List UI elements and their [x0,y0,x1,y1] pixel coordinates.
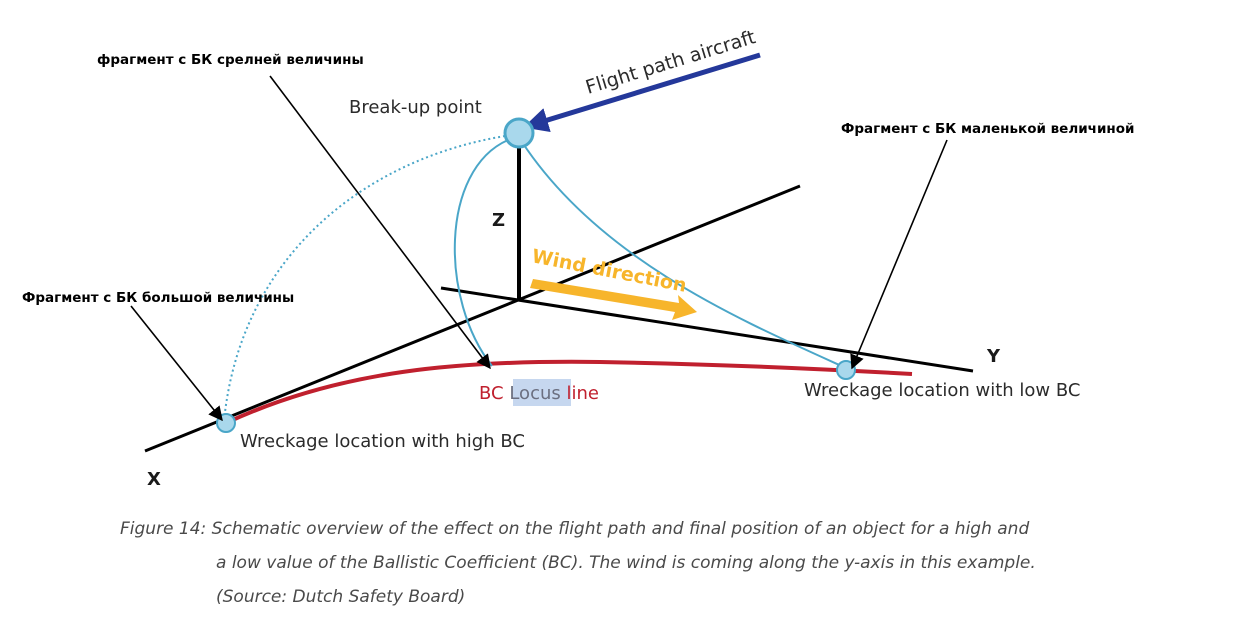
y-axis-label: Y [986,346,1001,367]
medium-bc-annotation: фрагмент с БК срелней величины [97,52,364,68]
caption-line-1: Figure 14: Schematic overview of the eff… [120,519,1030,539]
flight-path-arrow [523,52,761,133]
wreckage-high-label: Wreckage location with high BC [240,431,525,452]
small-bc-annotation: Фрагмент с БК маленькой величиной [841,121,1134,137]
low-bc-trajectory [521,141,847,369]
large-bc-annotation: Фрагмент с БК большой величины [22,290,294,306]
break-up-point-node [503,117,535,149]
medium-bc-pointer [269,75,491,370]
locus-highlight-word: Locus [509,383,560,404]
x-axis-line [144,184,801,453]
x-axis-label: X [147,469,161,490]
wind-direction-arrow [530,279,697,320]
bc-locus-line [225,359,913,425]
caption-line-3: (Source: Dutch Safety Board) [216,587,466,607]
locus-suffix: line [567,383,599,404]
caption-line-2: a low value of the Ballistic Coefficient… [216,553,1036,573]
break-up-point-label: Break-up point [349,97,482,118]
large-bc-pointer [130,305,223,422]
locus-prefix: BC [479,383,504,404]
z-axis-label: Z [492,210,505,231]
small-bc-pointer [850,139,948,370]
wreckage-low-label: Wreckage location with low BC [804,380,1080,401]
figure-caption: Figure 14: Schematic overview of the eff… [120,512,1220,614]
bc-locus-label: BC Locus line [479,383,599,404]
low-bc-wreckage-node [836,360,856,380]
medium-bc-trajectory [453,139,509,367]
locus-highlight [513,379,571,406]
y-axis-line [440,286,974,373]
